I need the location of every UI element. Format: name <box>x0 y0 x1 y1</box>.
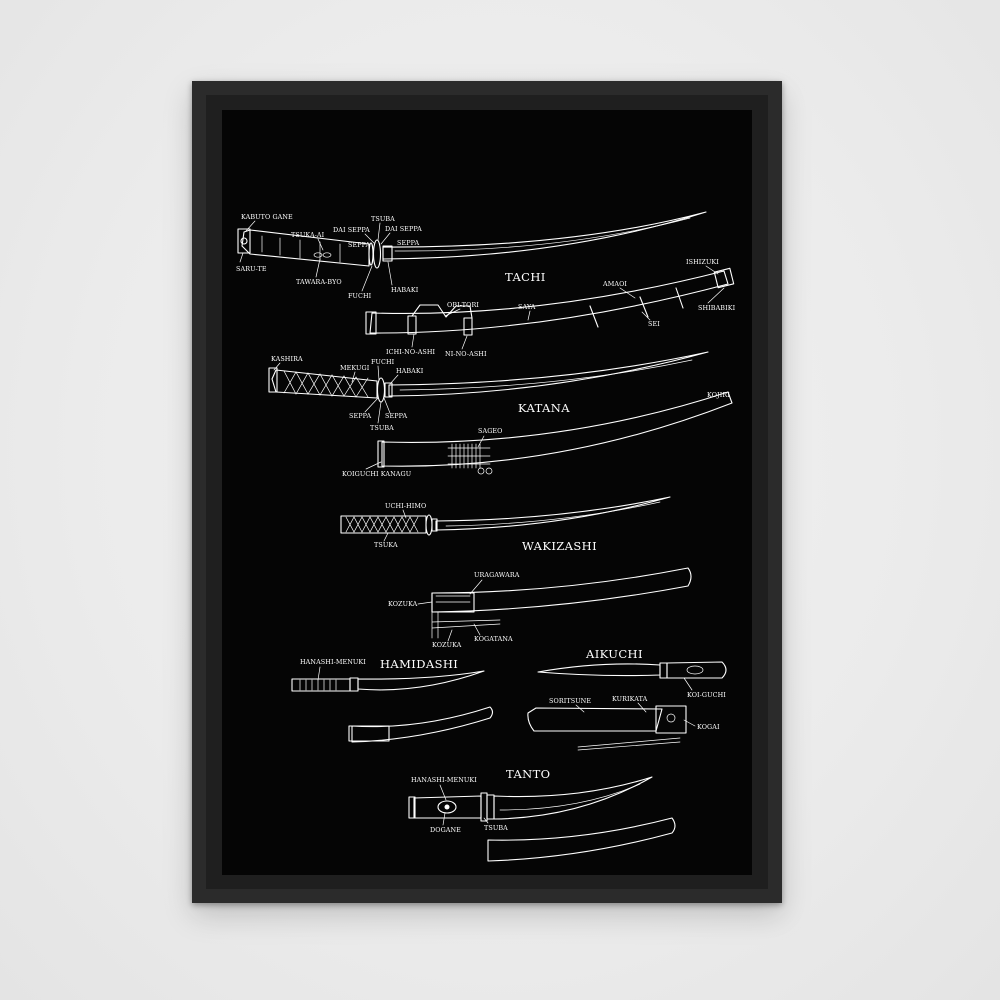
katana-saya-label-kojiri: KOJIRI <box>707 391 730 399</box>
tachi-label-habaki: HABAKI <box>391 286 419 294</box>
aikuchi-label-soritsune: SORITSUNE <box>549 697 591 705</box>
tanto-sword <box>408 776 676 862</box>
tachi-label-saru-te: SARU-TE <box>236 265 267 273</box>
tachi-labels: TACHI KABUTO GANE TSUKA-AI DAI SEPPA TSU… <box>236 213 546 300</box>
aikuchi-label-kurikata: KURIKATA <box>612 695 648 703</box>
katana-saya-label-sageo: SAGEO <box>478 427 503 435</box>
katana-label-fuchi: FUCHI <box>371 358 395 366</box>
katana-label-mekugi: MEKUGI <box>340 364 370 372</box>
saya-label-amaoi: AMAOI <box>602 280 627 288</box>
hamidashi-title: HAMIDASHI <box>380 657 458 671</box>
hamidashi-labels: HAMIDASHI HANASHI-MENUKI <box>300 657 458 681</box>
saya-label-shibabiki: SHIBABIKI <box>698 304 736 312</box>
katana-label-tsuba: TSUBA <box>370 424 394 432</box>
wakizashi-saya-label-kozuka-2: KOZUKA <box>432 641 462 649</box>
tachi-label-tsuka-ai: TSUKA-AI <box>291 231 325 239</box>
wakizashi-saya-label-kozuka-1: KOZUKA <box>388 600 418 608</box>
wakizashi-title: WAKIZASHI <box>522 539 597 553</box>
katana-label-habaki: HABAKI <box>396 367 424 375</box>
tanto-labels: TANTO HANASHI-MENUKI DOGANE TSUBA <box>411 767 551 834</box>
tachi-label-dai-seppa-2: DAI SEPPA <box>385 225 422 233</box>
aikuchi-title: AIKUCHI <box>585 647 643 661</box>
wakizashi-scabbard <box>431 567 692 639</box>
tanto-label-dogane: DOGANE <box>430 826 461 834</box>
wakizashi-label-tsuka: TSUKA <box>374 541 398 549</box>
tachi-saya-labels: OBI-TORI SAYA AMAOI ISHIZUKI SHIBABIKI S… <box>386 258 736 358</box>
katana-saya-label-koiguchi-kanagu: KOIGUCHI KANAGU <box>342 470 412 478</box>
tachi-title: TACHI <box>505 270 546 284</box>
saya-label-obi-tori: OBI-TORI <box>447 301 479 309</box>
aikuchi-label-koi-guchi: KOI-GUCHI <box>687 691 726 699</box>
aikuchi-labels: AIKUCHI KOI-GUCHI SORITSUNE KURIKATA KOG… <box>549 647 726 731</box>
katana-scabbard <box>377 391 733 475</box>
tachi-label-dai-seppa-1: DAI SEPPA <box>333 226 370 234</box>
tanto-title: TANTO <box>506 767 551 781</box>
wakizashi-sword <box>340 496 671 536</box>
katana-label-seppa-1: SEPPA <box>349 412 371 420</box>
wakizashi-saya-label-uragawara: URAGAWARA <box>474 571 520 579</box>
tachi-label-seppa-1: SEPPA <box>348 241 370 249</box>
tachi-label-fuchi: FUCHI <box>348 292 372 300</box>
katana-label-kashira: KASHIRA <box>271 355 303 363</box>
katana-saya-labels: KOJIRI SAGEO KOIGUCHI KANAGU <box>342 391 730 478</box>
wakizashi-label-uchi-himo: UCHI-HIMO <box>385 502 426 510</box>
tachi-label-tsuba: TSUBA <box>371 215 395 223</box>
katana-label-seppa-2: SEPPA <box>385 412 407 420</box>
saya-label-ichi-no-ashi: ICHI-NO-ASHI <box>386 348 436 356</box>
katana-title: KATANA <box>518 401 570 415</box>
aikuchi-sword <box>527 661 727 751</box>
saya-label-saya: SAYA <box>518 303 536 311</box>
katana-labels: KATANA KASHIRA MEKUGI FUCHI HABAKI SEPPA… <box>271 355 570 432</box>
wakizashi-labels: WAKIZASHI UCHI-HIMO TSUKA <box>374 502 597 553</box>
saya-label-ni-no-ashi: NI-NO-ASHI <box>445 350 487 358</box>
tachi-sword <box>237 211 707 269</box>
saya-label-ishizuki: ISHIZUKI <box>686 258 719 266</box>
tachi-label-seppa-2: SEPPA <box>397 239 419 247</box>
aikuchi-label-kogai: KOGAI <box>697 723 720 731</box>
katana-sword <box>268 351 709 403</box>
tachi-scabbard <box>365 267 735 336</box>
hamidashi-label-hanashi-menuki: HANASHI-MENUKI <box>300 658 366 666</box>
tanto-label-hanashi-menuki: HANASHI-MENUKI <box>411 776 477 784</box>
tachi-label-tawara-byo: TAWARA-BYO <box>296 278 342 286</box>
wakizashi-saya-label-kogatana: KOGATANA <box>474 635 513 643</box>
tachi-label-kabuto-gane: KABUTO GANE <box>241 213 293 221</box>
hamidashi-sword <box>291 670 494 743</box>
saya-label-sei: SEI <box>648 320 660 328</box>
tanto-label-tsuba: TSUBA <box>484 824 508 832</box>
wakizashi-saya-labels: URAGAWARA KOZUKA KOZUKA KOGATANA <box>388 571 520 649</box>
